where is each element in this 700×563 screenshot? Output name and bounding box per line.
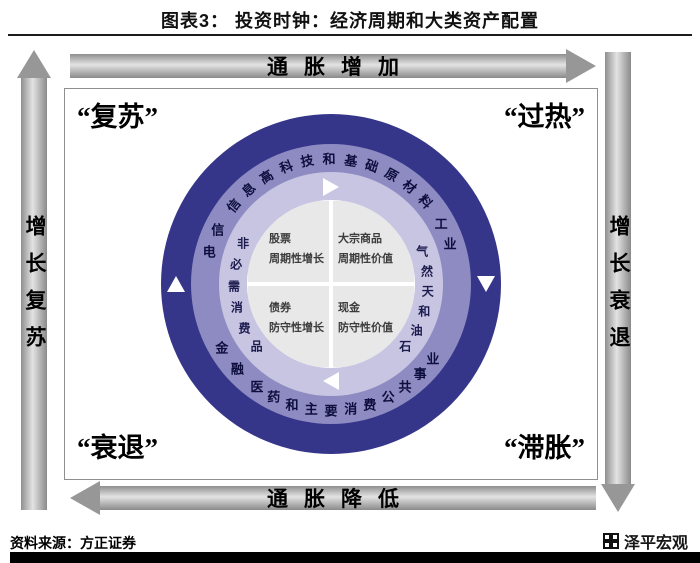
inflation-rising-label: 通胀增加 [267,56,415,79]
sector-char: 工 [434,216,448,232]
asset-name: 股票 [269,232,291,245]
quadrant-cash-text: 现金 防守性价值 [338,299,393,339]
sector-char: 药 [267,389,281,405]
brand-watermark: 泽平宏观 [602,529,688,553]
sector-char: 金 [215,340,229,356]
quadrant-commodities: 大宗商品 周期性价值 [333,201,414,282]
sector-char: 业 [426,351,440,367]
sector-char: 融 [230,361,244,377]
arrow-up-icon [17,50,51,78]
quadrant-cash: 现金 防守性价值 [333,286,414,367]
asset-quadrants: 股票 周期性增长 大宗商品 周期性价值 债券 防守性增长 [247,200,415,368]
sector-char: 业 [443,236,457,252]
sector-char: 公 [381,389,395,405]
sector-char: 料 [415,192,436,212]
asset-style: 防守性价值 [338,321,393,334]
sector-labels-layer: 电信信息高科技和基础原材料工业业事共公费消要主和药医融金气然天和油石品费消需必非 [65,89,597,479]
growth-decline-arrow: 增长衰退 [600,50,636,512]
inflation-falling-label: 通胀降低 [267,488,415,511]
sector-char: 消 [230,300,243,315]
sector-char: 和 [322,151,336,167]
sector-char: 共 [398,379,412,395]
phase-label-overheat: “过热” [504,102,585,132]
arrow-right-icon [566,49,596,83]
sector-char: 事 [413,366,427,382]
growth-decline-label: 增长衰退 [607,215,630,363]
sector-char: 础 [363,156,381,176]
sector-char: 必 [230,257,243,272]
quadrant-bonds: 债券 防守性增长 [248,286,329,367]
investment-clock: 股票 周期性增长 大宗商品 周期性价值 债券 防守性增长 [65,89,597,479]
asset-name: 债券 [269,301,291,314]
title-divider [8,34,692,36]
sector-char: 非 [237,236,250,251]
sector-char: 医 [250,379,264,395]
quadrant-stocks: 股票 周期性增长 [248,201,329,282]
sector-char: 天 [421,284,434,299]
clock-frame: “复苏” “过热” “衰退” “滞胀” 股票 周期性增长 大宗商品 周期性价值 [64,88,598,480]
sector-char: 科 [277,157,295,177]
figure-title: 图表3： 投资时钟：经济周期和大类资产配置 [160,11,539,31]
asset-style: 周期性增长 [269,252,324,265]
rotation-chevron-icon [167,276,185,292]
arrow-down-icon [601,484,635,512]
sector-char: 费 [238,321,251,336]
sector-char: 主 [304,401,318,417]
arrow-shaft [70,54,567,78]
inflation-falling-arrow: 通胀降低 [70,480,596,516]
rotation-chevron-icon [323,178,339,196]
sector-char: 要 [324,403,338,419]
sector-char: 高 [257,167,277,187]
asset-name: 现金 [338,301,360,314]
asset-style: 周期性价值 [338,252,393,265]
sector-char: 基 [342,152,359,169]
phase-label-recovery: “复苏” [77,102,158,132]
sector-char: 信 [223,195,244,216]
sector-char: 费 [363,397,377,413]
sector-char: 技 [299,152,315,170]
sector-char: 石 [399,339,412,354]
sector-char: 消 [344,401,358,417]
quadrant-commodities-text: 大宗商品 周期性价值 [338,230,393,270]
growth-recovery-arrow: 增长复苏 [16,50,52,512]
arrow-shaft [605,52,631,485]
bottom-bar [10,552,700,563]
sector-char: 和 [418,304,431,319]
rotation-chevron-icon [477,276,495,292]
rotation-chevron-icon [323,372,339,390]
sector-char: 原 [382,164,401,185]
sector-char: 材 [399,176,420,197]
sector-char: 气 [416,244,429,259]
arrow-shaft [21,77,47,510]
sector-char: 然 [421,264,434,278]
phase-label-recession: “衰退” [77,433,158,463]
qr-logo-icon [602,533,619,549]
asset-style: 防守性增长 [269,321,324,334]
sector-char: 电 [202,244,216,260]
quadrant-stocks-text: 股票 周期性增长 [269,230,324,270]
phase-label-stagflation: “滞胀” [504,433,585,463]
sector-char: 油 [410,323,423,338]
sector-char: 和 [285,397,299,413]
source-note: 资料来源：方正证券 [10,535,136,551]
quadrant-bonds-text: 债券 防守性增长 [269,299,324,339]
brand-name: 泽平宏观 [623,535,688,552]
sector-char: 信 [211,222,225,238]
arrow-left-icon [70,481,100,515]
sector-char: 需 [227,279,241,294]
inflation-rising-arrow: 通胀增加 [70,48,596,84]
growth-recovery-label: 增长复苏 [23,215,46,363]
asset-name: 大宗商品 [338,232,382,245]
arrow-shaft [99,486,596,510]
sector-char: 息 [239,179,259,200]
sector-char: 品 [250,339,263,354]
